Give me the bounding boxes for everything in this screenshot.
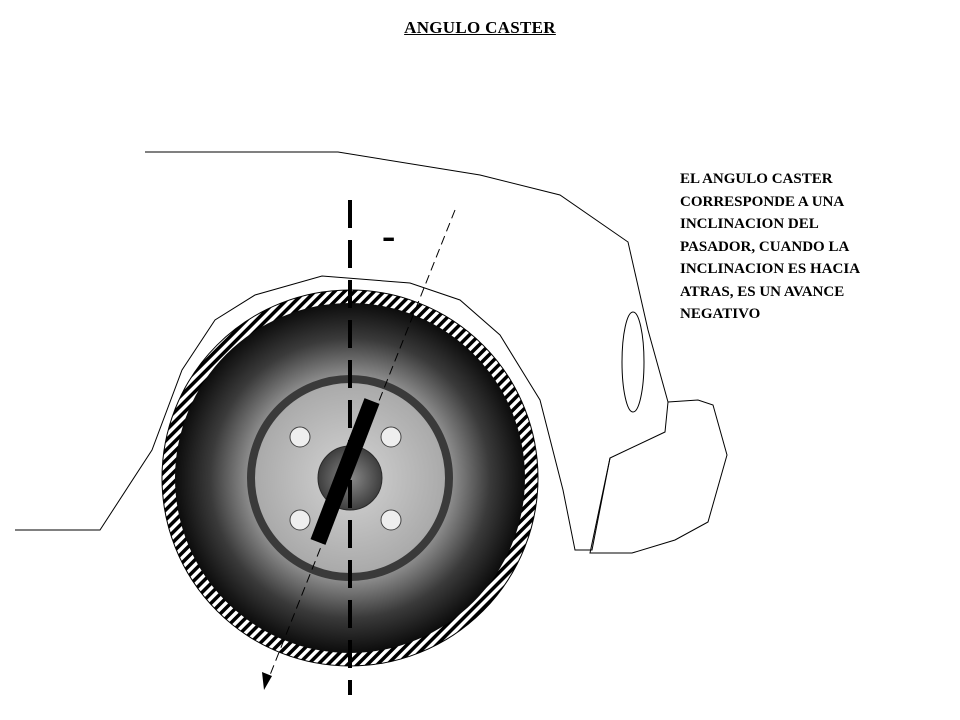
kingpin-bar <box>310 398 380 545</box>
arrow-head-icon <box>262 672 272 690</box>
lug-nut <box>380 426 402 448</box>
bumper-corner <box>589 399 728 554</box>
car-body-outline <box>15 151 669 551</box>
lug-nut <box>289 509 311 531</box>
lug-nut <box>289 426 311 448</box>
lug-nut <box>380 509 402 531</box>
page-title: ANGULO CASTER <box>404 18 556 37</box>
description-text: EL ANGULO CASTER CORRESPONDE A UNA INCLI… <box>680 171 861 322</box>
fender-oval <box>621 311 645 413</box>
negative-sign-label: - <box>382 213 396 258</box>
